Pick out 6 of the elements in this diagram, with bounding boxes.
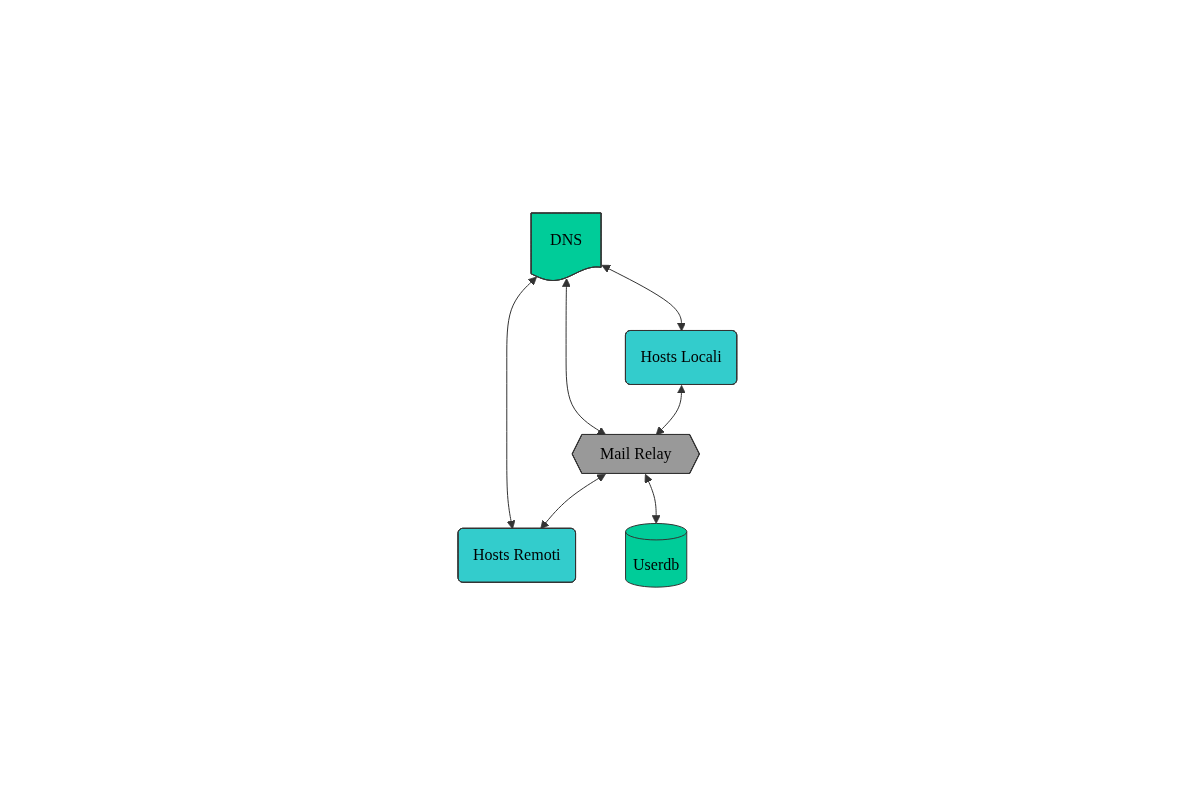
arrow: [601, 264, 686, 332]
arrow: [505, 276, 537, 530]
arrow: [539, 473, 606, 530]
arrow: [655, 384, 686, 436]
arrow: [561, 278, 606, 436]
arrow: [644, 473, 661, 524]
